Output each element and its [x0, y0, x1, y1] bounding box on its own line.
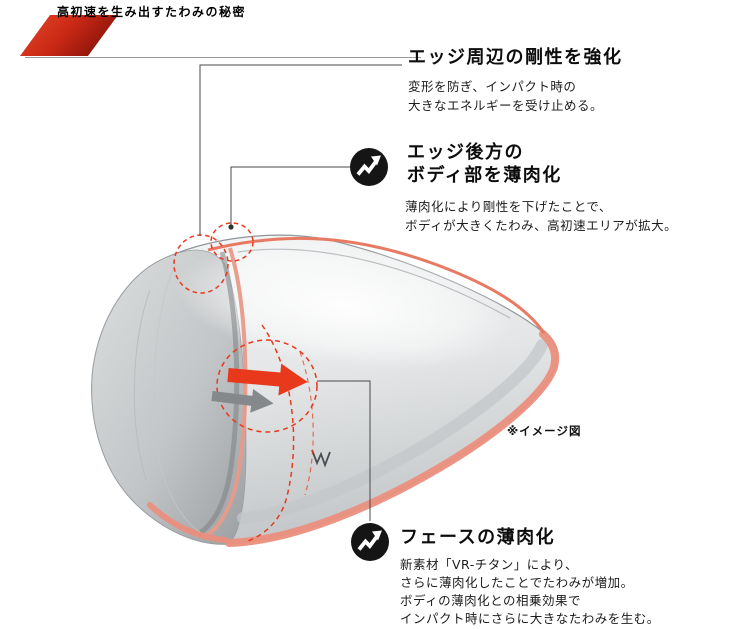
body-line: インパクト時にさらに大きなたわみを生む。 [400, 611, 660, 626]
body-line: さらに薄肉化したことでたわみが増加。 [400, 575, 634, 590]
body-line: 変形を防ぎ、インパクト時の [408, 79, 577, 94]
annotation-face-thinning-title: フェースの薄肉化 [400, 527, 556, 548]
page-title: 高初速を生み出すたわみの秘密 [57, 5, 247, 19]
annotation-edge-rigidity-body: 変形を防ぎ、インパクト時の 大きなエネルギーを受け止める。 [408, 77, 603, 115]
body-line: ボディが大きくたわみ、高初速エリアが拡大。 [405, 218, 678, 233]
body-line: 新素材「VR-チタン」により、 [400, 557, 578, 572]
sole-mark [311, 449, 331, 468]
body-line: ボディの薄肉化との相乗効果で [400, 593, 582, 608]
callout-line-edge-rear [230, 166, 350, 225]
face-junction-highlight [201, 247, 248, 540]
annotation-edge-rear-thinning-body: 薄肉化により剛性を下げたことで、 ボディが大きくたわみ、高初速エリアが拡大。 [405, 197, 677, 235]
deflection-arrow-red [227, 363, 308, 396]
inner-face-dashed-line-2 [299, 351, 314, 496]
face-contour-line-2 [153, 264, 201, 533]
image-note: ※イメージ図 [507, 424, 582, 438]
body-line: 大きなエネルギーを受け止める。 [408, 98, 604, 113]
crown-edge-highlight [207, 236, 546, 334]
inner-face-dashed-line [247, 324, 295, 542]
face-junction-shadow [196, 251, 240, 537]
growth-arrow-icon [351, 523, 389, 561]
focus-circle-edge [173, 234, 229, 294]
annotation-edge-rigidity-title: エッジ周辺の剛性を強化 [408, 47, 623, 68]
crown-highlight [176, 240, 514, 370]
deflection-arrow-gray [211, 388, 274, 413]
focus-circle-face [216, 339, 318, 433]
sole-shadow [237, 339, 548, 524]
focus-circle-edge-rear [210, 222, 254, 262]
face-bottom-highlight [147, 502, 228, 543]
annotation-face-thinning-body: 新素材「VR-チタン」により、 さらに薄肉化したことでたわみが増加。 ボディの薄… [400, 556, 660, 628]
callout-dot-edge-rear [228, 224, 234, 230]
callout-line-edge-rigidity [199, 64, 402, 236]
title-line: エッジ後方の [407, 142, 524, 163]
brand-swoosh-logo [20, 15, 118, 56]
crown-seam-line [237, 248, 511, 319]
body-line: 薄肉化により剛性を下げたことで、 [405, 199, 612, 214]
title-line: ボディ部を薄肉化 [407, 165, 562, 186]
annotation-edge-rear-thinning-title: エッジ後方の ボディ部を薄肉化 [407, 141, 562, 187]
callout-line-face [317, 380, 371, 521]
skirt-thin-wall-highlight [225, 330, 560, 547]
face-contour-line [133, 289, 151, 481]
growth-arrow-icon [350, 148, 388, 186]
